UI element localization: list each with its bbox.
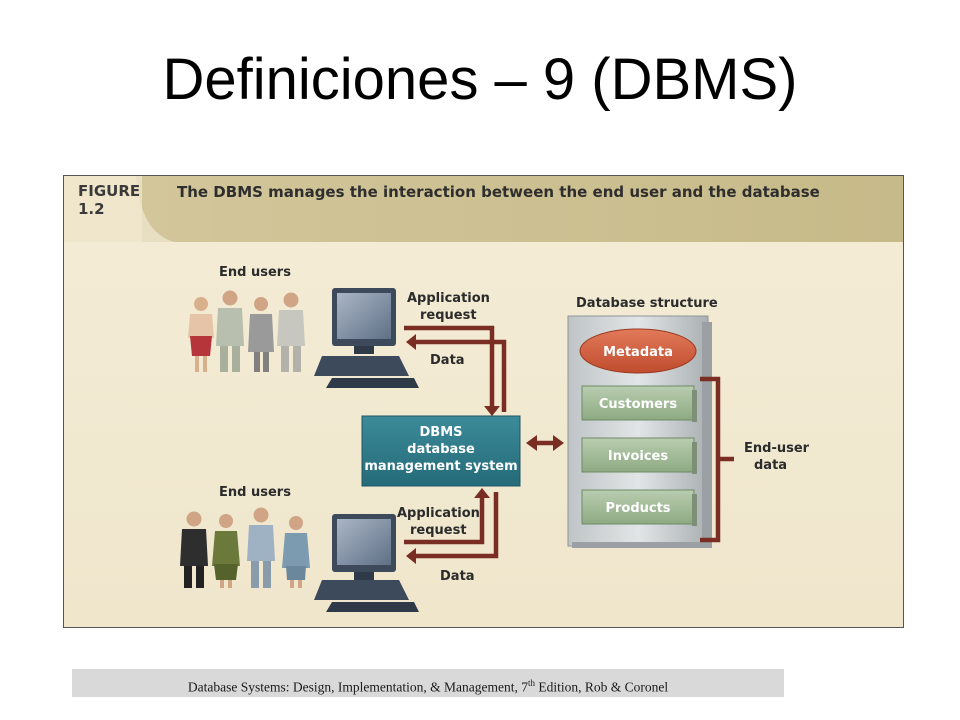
- database-structure-label: Database structure: [576, 296, 718, 311]
- footer-text-end: Edition, Rob & Coronel: [534, 679, 669, 695]
- arrow-app-request-top: [404, 325, 495, 408]
- person-icon: [216, 290, 244, 372]
- table-label: Invoices: [608, 449, 668, 464]
- end-user-group-top: [188, 290, 305, 372]
- end-user-data-label-2: data: [754, 458, 787, 473]
- dbms-label-2: database: [407, 442, 475, 457]
- end-user-data-label: End-user: [744, 441, 810, 456]
- metadata-label: Metadata: [603, 345, 673, 360]
- arrow-data-bottom: [414, 492, 499, 559]
- person-icon: [188, 297, 214, 372]
- arrow-data-top: [414, 339, 507, 412]
- app-request-bottom-label: Application: [397, 506, 480, 521]
- slide-title: Definiciones – 9 (DBMS): [162, 47, 798, 112]
- dbms-box: DBMS database management system: [361, 415, 521, 487]
- table-label: Customers: [599, 397, 677, 412]
- dbms-diagram: FIGURE 1.2 The DBMS manages the interact…: [64, 176, 903, 627]
- figure-label: FIGURE: [78, 182, 140, 200]
- table-box-customers: Customers: [581, 385, 697, 422]
- figure-panel: FIGURE 1.2 The DBMS manages the interact…: [63, 175, 904, 628]
- person-icon: [247, 507, 275, 588]
- figure-number: 1.2: [78, 200, 105, 218]
- data-bottom-label: Data: [440, 569, 475, 584]
- end-users-top-label: End users: [219, 265, 291, 280]
- metadata-node: Metadata: [579, 328, 697, 374]
- footer-superscript: th: [527, 678, 535, 688]
- table-box-invoices: Invoices: [581, 437, 697, 474]
- table-box-products: Products: [581, 489, 697, 526]
- person-icon: [277, 292, 305, 372]
- end-user-data-bracket: [700, 376, 734, 543]
- computer-icon-bottom: [314, 514, 419, 612]
- person-icon: [282, 516, 310, 588]
- dbms-label: DBMS: [420, 425, 463, 440]
- arrow-head-icon: [484, 406, 500, 416]
- data-top-label: Data: [430, 353, 465, 368]
- app-request-top-label-2: request: [420, 308, 477, 323]
- arrow-app-request-bottom: [404, 496, 485, 545]
- figure-caption: The DBMS manages the interaction between…: [177, 183, 820, 201]
- app-request-bottom-label-2: request: [410, 523, 467, 538]
- dbms-label-3: management system: [364, 459, 517, 474]
- footer-text: Database Systems: Design, Implementation…: [187, 679, 528, 695]
- person-icon: [180, 511, 208, 588]
- footer-citation: Database Systems: Design, Implementation…: [72, 669, 784, 697]
- app-request-top-label: Application: [407, 291, 490, 306]
- person-icon: [212, 514, 240, 588]
- computer-icon-top: [314, 288, 419, 388]
- arrow-dbms-database: [526, 435, 564, 451]
- end-user-group-bottom: [180, 507, 310, 588]
- arrow-head-icon: [474, 488, 490, 498]
- person-icon: [248, 297, 274, 372]
- end-users-bottom-label: End users: [219, 485, 291, 500]
- arrow-head-icon: [406, 334, 416, 350]
- arrow-head-icon: [406, 548, 416, 564]
- table-label: Products: [605, 501, 670, 516]
